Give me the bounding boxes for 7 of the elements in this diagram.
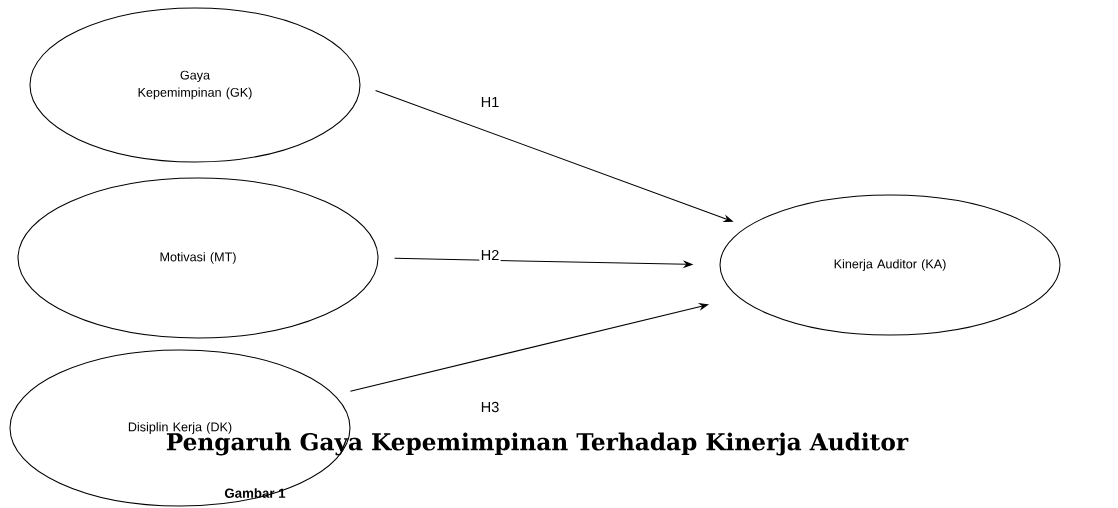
ellipse-node: Kinerja Auditor (KA) [719,194,1061,336]
ellipse-node: Motivasi (MT) [17,177,379,339]
figure-caption: Gambar 1 [224,488,286,498]
edge-label: H2 [479,248,501,262]
ellipse-node: Gaya Kepemimpinan (GK) [29,7,361,163]
edge-label: H1 [479,95,501,109]
edge-label: H3 [479,400,501,414]
